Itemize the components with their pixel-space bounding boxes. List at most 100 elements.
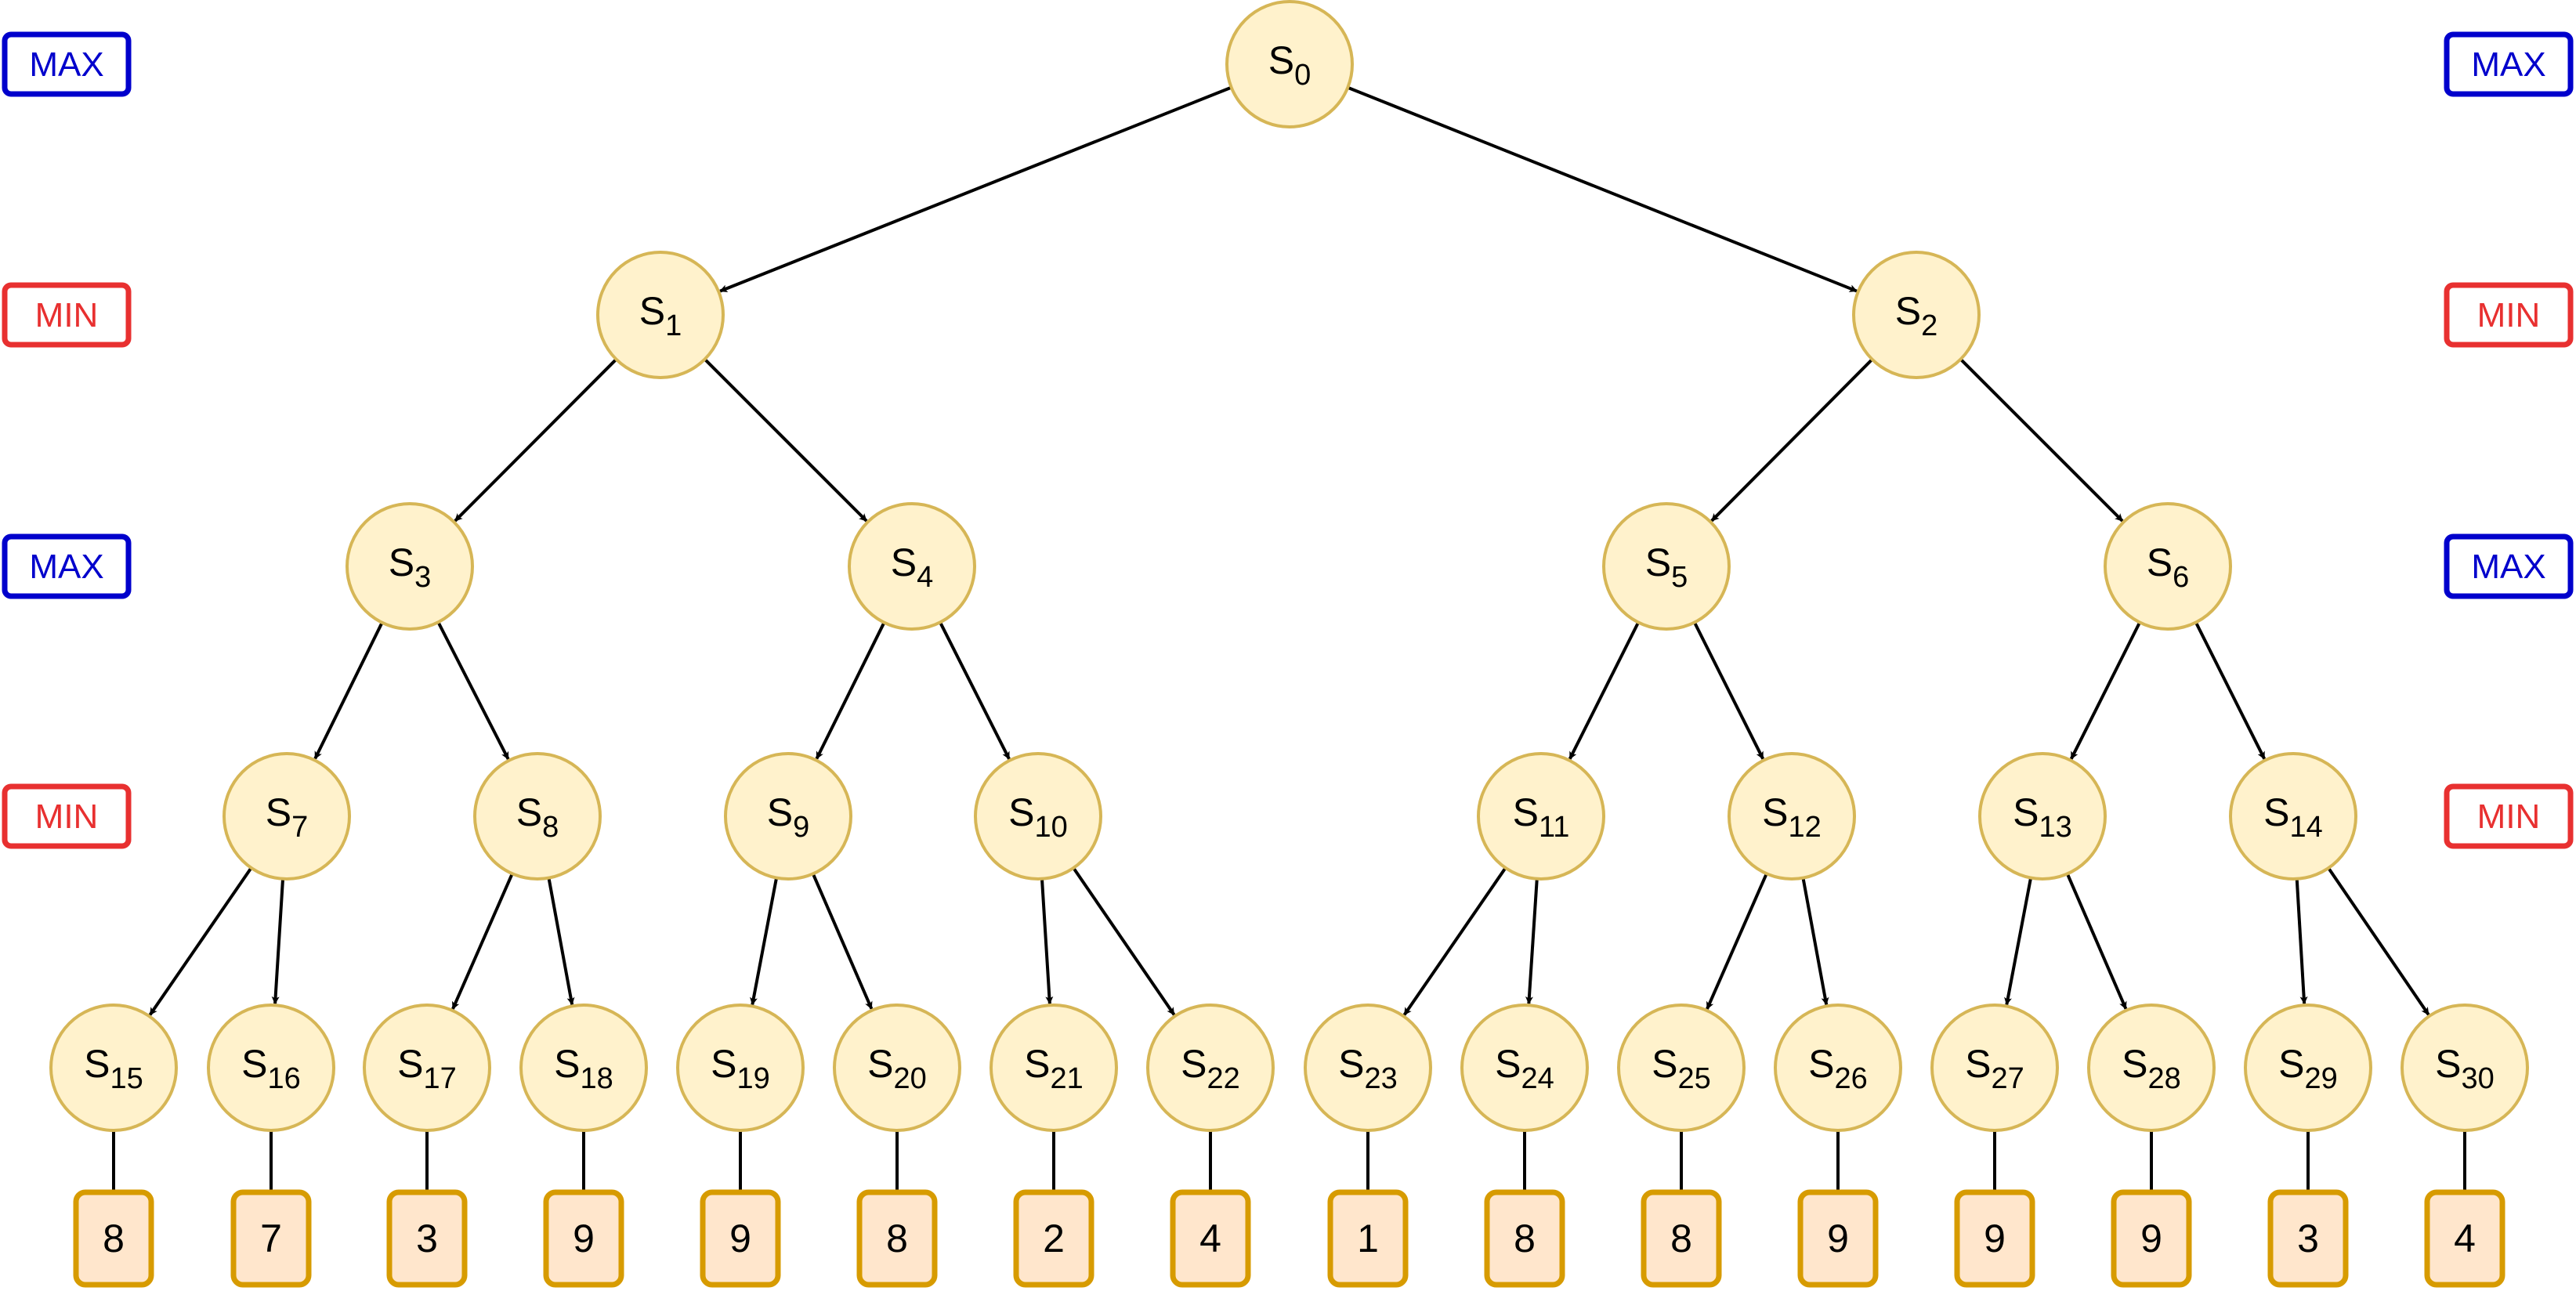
node-label: S3 xyxy=(389,541,432,594)
leaf-box xyxy=(700,1189,781,1288)
node-circle xyxy=(2229,752,2357,881)
node-circle xyxy=(1774,1004,1902,1132)
level-tag-box xyxy=(2,783,132,849)
node-circle xyxy=(1460,1004,1589,1132)
edge-s2-s5 xyxy=(1710,358,1874,523)
node-s21: S21 xyxy=(990,1004,1118,1132)
node-label-subscript: 6 xyxy=(2173,561,2189,594)
edge-s13-s28 xyxy=(2065,873,2128,1010)
node-label-subscript: 26 xyxy=(1835,1062,1868,1095)
leaf-value: 7 xyxy=(260,1217,282,1260)
edge-s9-s19 xyxy=(750,877,779,1006)
node-label: S22 xyxy=(1181,1042,1240,1095)
edge-s1-s4 xyxy=(704,358,868,523)
node-label-base: S xyxy=(1495,1042,1521,1086)
leaf-box xyxy=(1013,1189,1094,1288)
node-label: S7 xyxy=(266,790,309,844)
level-tag-box xyxy=(2,31,132,97)
leaf-box xyxy=(2267,1189,2349,1288)
node-s14: S14 xyxy=(2229,752,2357,881)
node-circle xyxy=(2244,1004,2372,1132)
edge-s7-s16 xyxy=(271,878,285,1005)
node-label: S4 xyxy=(891,541,934,594)
node-s26: S26 xyxy=(1774,1004,1902,1132)
node-label: S10 xyxy=(1008,790,1068,844)
node-label-base: S xyxy=(241,1042,267,1086)
edge-s5-s12 xyxy=(1693,621,1765,760)
level-tag-label: MIN xyxy=(35,296,99,335)
node-s0: S0 xyxy=(1225,0,1354,128)
leaf-value-box: 9 xyxy=(2111,1189,2192,1288)
node-s22: S22 xyxy=(1146,1004,1275,1132)
edge-s6-s13 xyxy=(2069,621,2141,760)
node-circle xyxy=(473,752,602,881)
node-label: S17 xyxy=(397,1042,457,1095)
node-label-base: S xyxy=(711,1042,736,1086)
node-label-subscript: 0 xyxy=(1294,59,1311,92)
node-label: S23 xyxy=(1338,1042,1398,1095)
leaf-value: 8 xyxy=(1670,1217,1692,1260)
node-circle xyxy=(833,1004,961,1132)
node-label-base: S xyxy=(1965,1042,1991,1086)
node-label-base: S xyxy=(2263,790,2289,834)
edge-s14-s30 xyxy=(2327,866,2430,1016)
node-label-subscript: 2 xyxy=(1921,309,1937,342)
node-s15: S15 xyxy=(49,1004,178,1132)
node-circle xyxy=(1852,251,1981,379)
leaf-value: 8 xyxy=(1514,1217,1536,1260)
node-circle xyxy=(2401,1004,2529,1132)
edge-s10-s22 xyxy=(1072,866,1176,1016)
node-s8: S8 xyxy=(473,752,602,881)
node-s19: S19 xyxy=(676,1004,805,1132)
node-label-subscript: 30 xyxy=(2462,1062,2495,1095)
leaf-box xyxy=(1484,1189,1565,1288)
level-tag-box xyxy=(2444,533,2574,599)
node-circle xyxy=(1225,0,1354,128)
node-s7: S7 xyxy=(223,752,351,881)
node-s18: S18 xyxy=(519,1004,648,1132)
node-label-subscript: 29 xyxy=(2305,1062,2338,1095)
leaf-value-box: 2 xyxy=(1013,1189,1094,1288)
leaf-value: 1 xyxy=(1357,1217,1379,1260)
node-s3: S3 xyxy=(346,502,474,631)
leaf-value-box: 3 xyxy=(386,1189,468,1288)
node-label: S18 xyxy=(554,1042,613,1095)
node-label-base: S xyxy=(2278,1042,2304,1086)
node-circle xyxy=(848,502,976,631)
leaf-value-box: 9 xyxy=(1954,1189,2035,1288)
node-label-subscript: 11 xyxy=(1539,811,1569,844)
node-label: S29 xyxy=(2278,1042,2338,1095)
node-label: S11 xyxy=(1513,790,1570,844)
level-tag-label: MAX xyxy=(29,548,103,586)
node-circle xyxy=(2104,502,2232,631)
node-circle xyxy=(223,752,351,881)
node-label-subscript: 28 xyxy=(2148,1062,2181,1095)
level-tag-label: MIN xyxy=(2477,797,2541,836)
level-tag-label: MAX xyxy=(29,45,103,84)
leaf-value: 8 xyxy=(886,1217,908,1260)
node-s11: S11 xyxy=(1477,752,1605,881)
leaf-value-box: 8 xyxy=(73,1189,154,1288)
node-label-subscript: 7 xyxy=(291,811,308,844)
node-label-base: S xyxy=(397,1042,423,1086)
leaf-value: 9 xyxy=(573,1217,595,1260)
node-label-subscript: 24 xyxy=(1521,1062,1554,1095)
node-label-base: S xyxy=(1808,1042,1834,1086)
edge-s7-s15 xyxy=(148,866,253,1016)
node-label-subscript: 12 xyxy=(1789,811,1822,844)
node-label-subscript: 19 xyxy=(737,1062,770,1095)
node-s4: S4 xyxy=(848,502,976,631)
node-label-subscript: 8 xyxy=(542,811,559,844)
level-tag-box xyxy=(2,533,132,599)
node-label: S21 xyxy=(1024,1042,1084,1095)
leaf-value-box: 9 xyxy=(1797,1189,1879,1288)
node-label-base: S xyxy=(554,1042,580,1086)
node-label-subscript: 1 xyxy=(665,309,682,342)
leaf-box xyxy=(386,1189,468,1288)
node-label: S28 xyxy=(2122,1042,2181,1095)
node-label: S14 xyxy=(2263,790,2323,844)
node-circle xyxy=(1602,502,1731,631)
node-label-subscript: 25 xyxy=(1678,1062,1711,1095)
edge-s8-s18 xyxy=(547,877,575,1006)
node-label: S12 xyxy=(1762,790,1822,844)
